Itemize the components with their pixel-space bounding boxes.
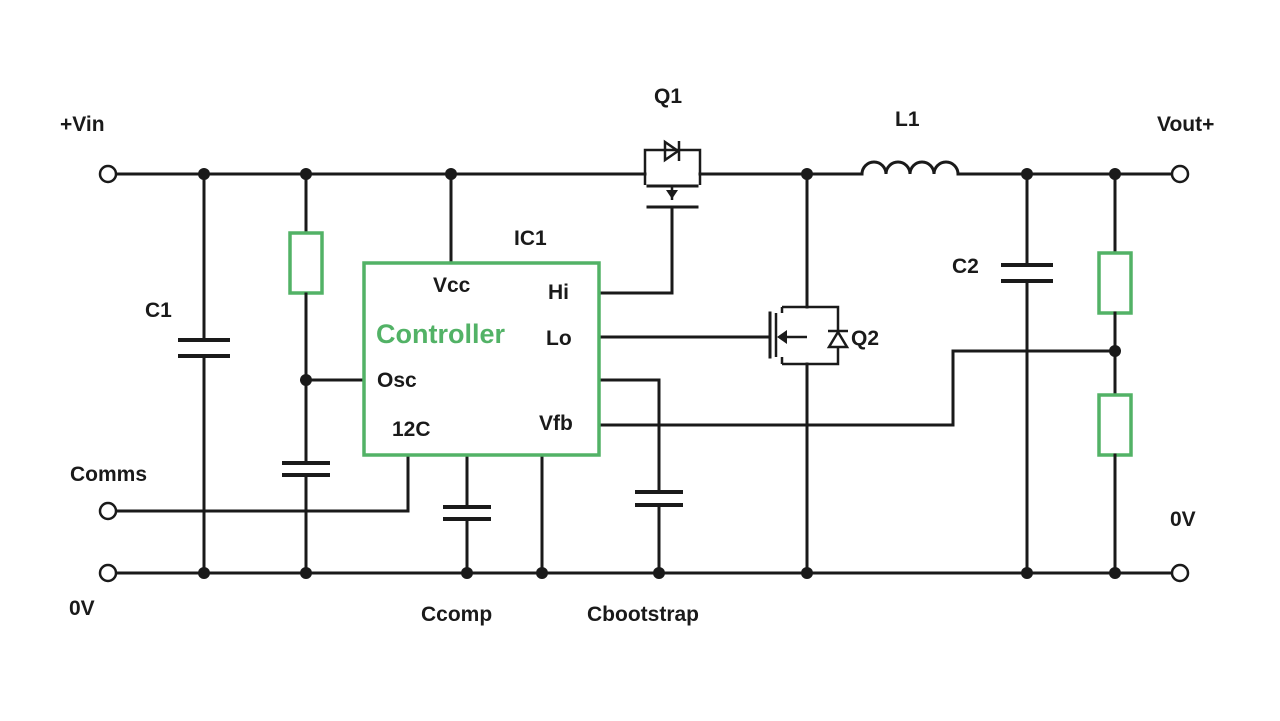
pin-hi-label: Hi [548,281,569,304]
cbootstrap-capacitor [597,378,683,575]
junction-dots [198,168,1121,579]
vin-terminal [98,164,118,184]
ground-left-label: 0V [69,597,95,620]
pin-i2c-label: 12C [392,418,431,441]
q1-label: Q1 [654,85,682,108]
ccomp-capacitor [443,453,491,575]
c2-label: C2 [952,255,979,278]
comms-terminal [98,501,118,521]
ground-right-terminal [1170,563,1190,583]
terminals [98,164,1190,583]
vin-label: +Vin [60,113,105,136]
l1-inductor [860,160,960,176]
osc-resistor [288,172,324,464]
pin-lo-label: Lo [546,327,572,350]
c1-capacitor [178,172,230,575]
pin-vcc-label: Vcc [433,274,471,297]
comms-line [115,453,410,513]
ic1-label: IC1 [514,227,547,250]
controller-ic [362,261,601,457]
c2-capacitor [1001,172,1053,575]
comms-label: Comms [70,463,147,486]
vout-label: Vout+ [1157,113,1214,136]
cbootstrap-label: Cbootstrap [587,603,699,626]
hi-gate-line [597,207,674,295]
q2-label: Q2 [851,327,879,350]
osc-capacitor [282,461,330,575]
controller-title: Controller [376,319,505,349]
q1-mosfet [643,139,702,209]
l1-label: L1 [895,108,920,131]
feedback-divider [1097,172,1133,575]
pin-vfb-label: Vfb [539,412,573,435]
vout-terminal [1170,164,1190,184]
ccomp-label: Ccomp [421,603,492,626]
q2-mosfet [768,172,850,575]
pin-osc-label: Osc [377,369,417,392]
ground-right-label: 0V [1170,508,1196,531]
c1-label: C1 [145,299,172,322]
ground-left-terminal [98,563,118,583]
vfb-line [597,349,1117,427]
